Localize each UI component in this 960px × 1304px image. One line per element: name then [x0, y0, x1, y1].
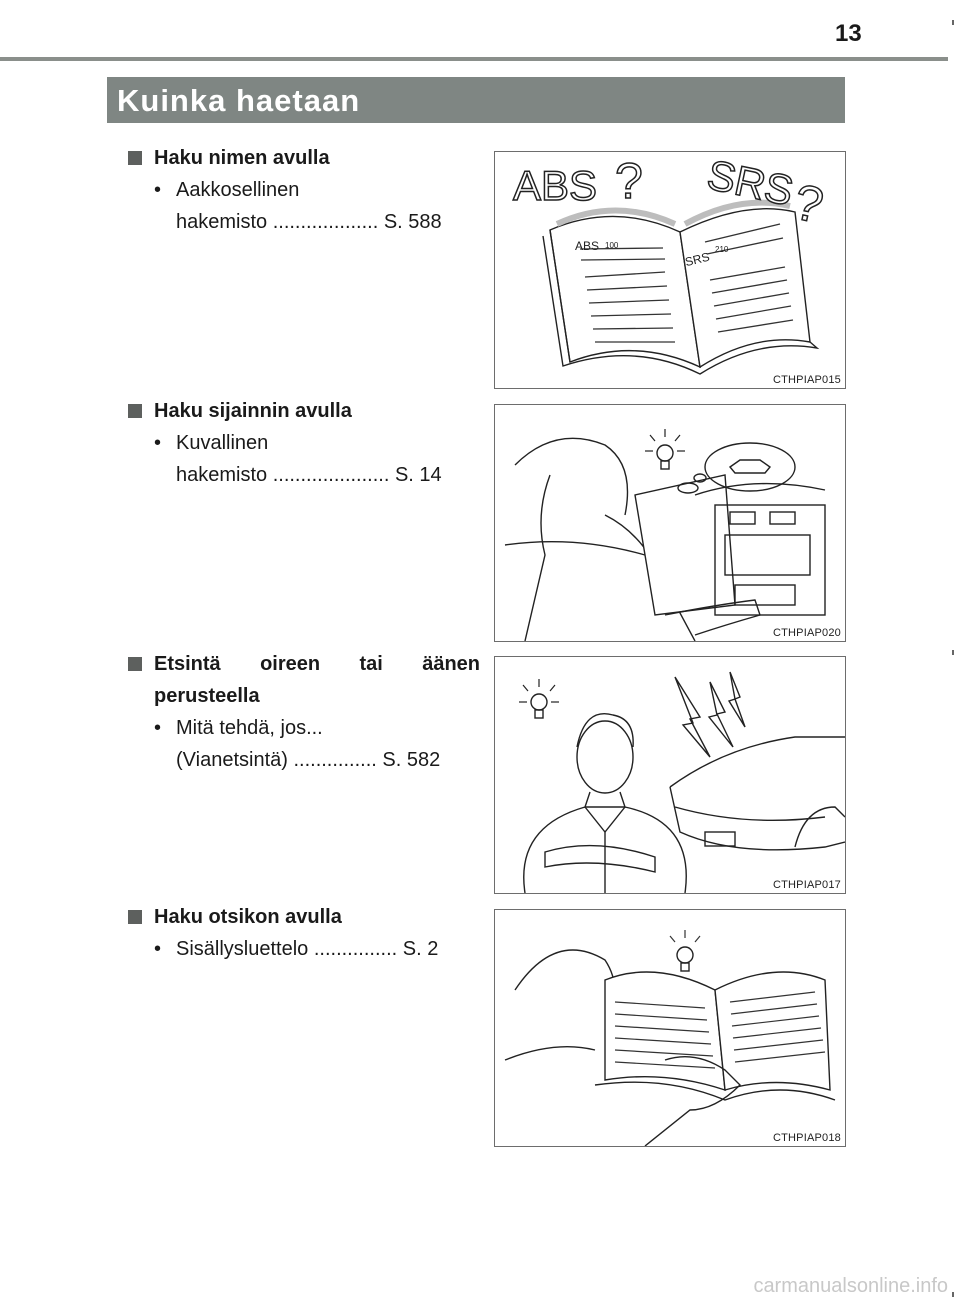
list-item: • Mitä tehdä, jos... (Vianetsintä) .....…	[128, 712, 480, 776]
srs-page: 210	[715, 245, 729, 254]
figure-code: CTHPIAP018	[772, 1132, 841, 1144]
bullet-icon: •	[154, 179, 162, 201]
dashboard-illustration	[504, 429, 826, 641]
figure-table-of-contents: CTHPIAP018	[494, 909, 846, 1147]
list-item: • Sisällysluettelo ............... S. 2	[128, 933, 480, 965]
page-title: Kuinka haetaan	[117, 83, 361, 118]
section-by-location: Haku sijainnin avulla • Kuvallinen hakem…	[128, 395, 480, 491]
margin-tick	[952, 650, 954, 655]
figure-code: CTHPIAP020	[772, 627, 841, 639]
section-heading: Haku nimen avulla	[128, 142, 480, 174]
figure-book-abs-srs: ABS ? SRS ? ABS 100 SRS 210 CTHPIAP015	[494, 151, 846, 389]
section-heading-continued: perusteella	[154, 685, 260, 707]
figure-dashboard-search: CTHPIAP020	[494, 404, 846, 642]
margin-tick	[952, 20, 954, 25]
list-item: • Kuvallinen hakemisto .................…	[128, 427, 480, 491]
section-heading: Etsintä oireen tai äänen	[128, 648, 480, 680]
bullet-icon: •	[154, 432, 162, 454]
page-number: 13	[835, 20, 862, 47]
section-title-bar: Kuinka haetaan	[107, 77, 845, 123]
item-text: Mitä tehdä, jos...	[176, 717, 323, 739]
bullet-icon: •	[154, 938, 162, 960]
section-by-title: Haku otsikon avulla • Sisällysluettelo .…	[128, 901, 480, 965]
item-text: Sisällysluettelo ............... S. 2	[176, 938, 439, 960]
abs-label: ABS	[513, 162, 597, 209]
srs-label: SRS	[703, 152, 797, 215]
question-mark: ?	[789, 174, 828, 235]
square-bullet-icon	[128, 910, 142, 924]
srs-index-label: SRS	[684, 250, 711, 270]
reading-book-illustration	[504, 930, 836, 1146]
margin-tick	[952, 1292, 954, 1297]
square-bullet-icon	[128, 151, 142, 165]
item-text: Aakkosellinen	[176, 179, 300, 201]
item-reference: (Vianetsintä) ............... S. 582	[176, 749, 441, 771]
figure-code: CTHPIAP017	[772, 879, 841, 891]
section-by-name: Haku nimen avulla • Aakkosellinen hakemi…	[128, 142, 480, 238]
bullet-icon: •	[154, 717, 162, 739]
section-heading: Haku sijainnin avulla	[128, 395, 480, 427]
abs-page: 100	[605, 241, 619, 250]
item-reference: hakemisto ................... S. 588	[176, 211, 442, 233]
square-bullet-icon	[128, 404, 142, 418]
question-mark: ?	[615, 153, 643, 209]
list-item: • Aakkosellinen hakemisto ..............…	[128, 174, 480, 238]
car-noise-illustration	[519, 671, 845, 893]
open-book-illustration: ABS ? SRS ? ABS 100 SRS 210	[512, 152, 829, 375]
section-heading: Haku otsikon avulla	[128, 901, 480, 933]
item-text: Kuvallinen	[176, 432, 269, 454]
watermark: carmanualsonline.info	[753, 1275, 948, 1297]
figure-code: CTHPIAP015	[772, 374, 841, 386]
figure-car-noise: CTHPIAP017	[494, 656, 846, 894]
item-reference: hakemisto ..................... S. 14	[176, 464, 442, 486]
top-rule	[0, 57, 948, 61]
square-bullet-icon	[128, 657, 142, 671]
abs-index-label: ABS	[575, 239, 599, 253]
section-by-symptom: Etsintä oireen tai äänen perusteella • M…	[128, 648, 480, 776]
